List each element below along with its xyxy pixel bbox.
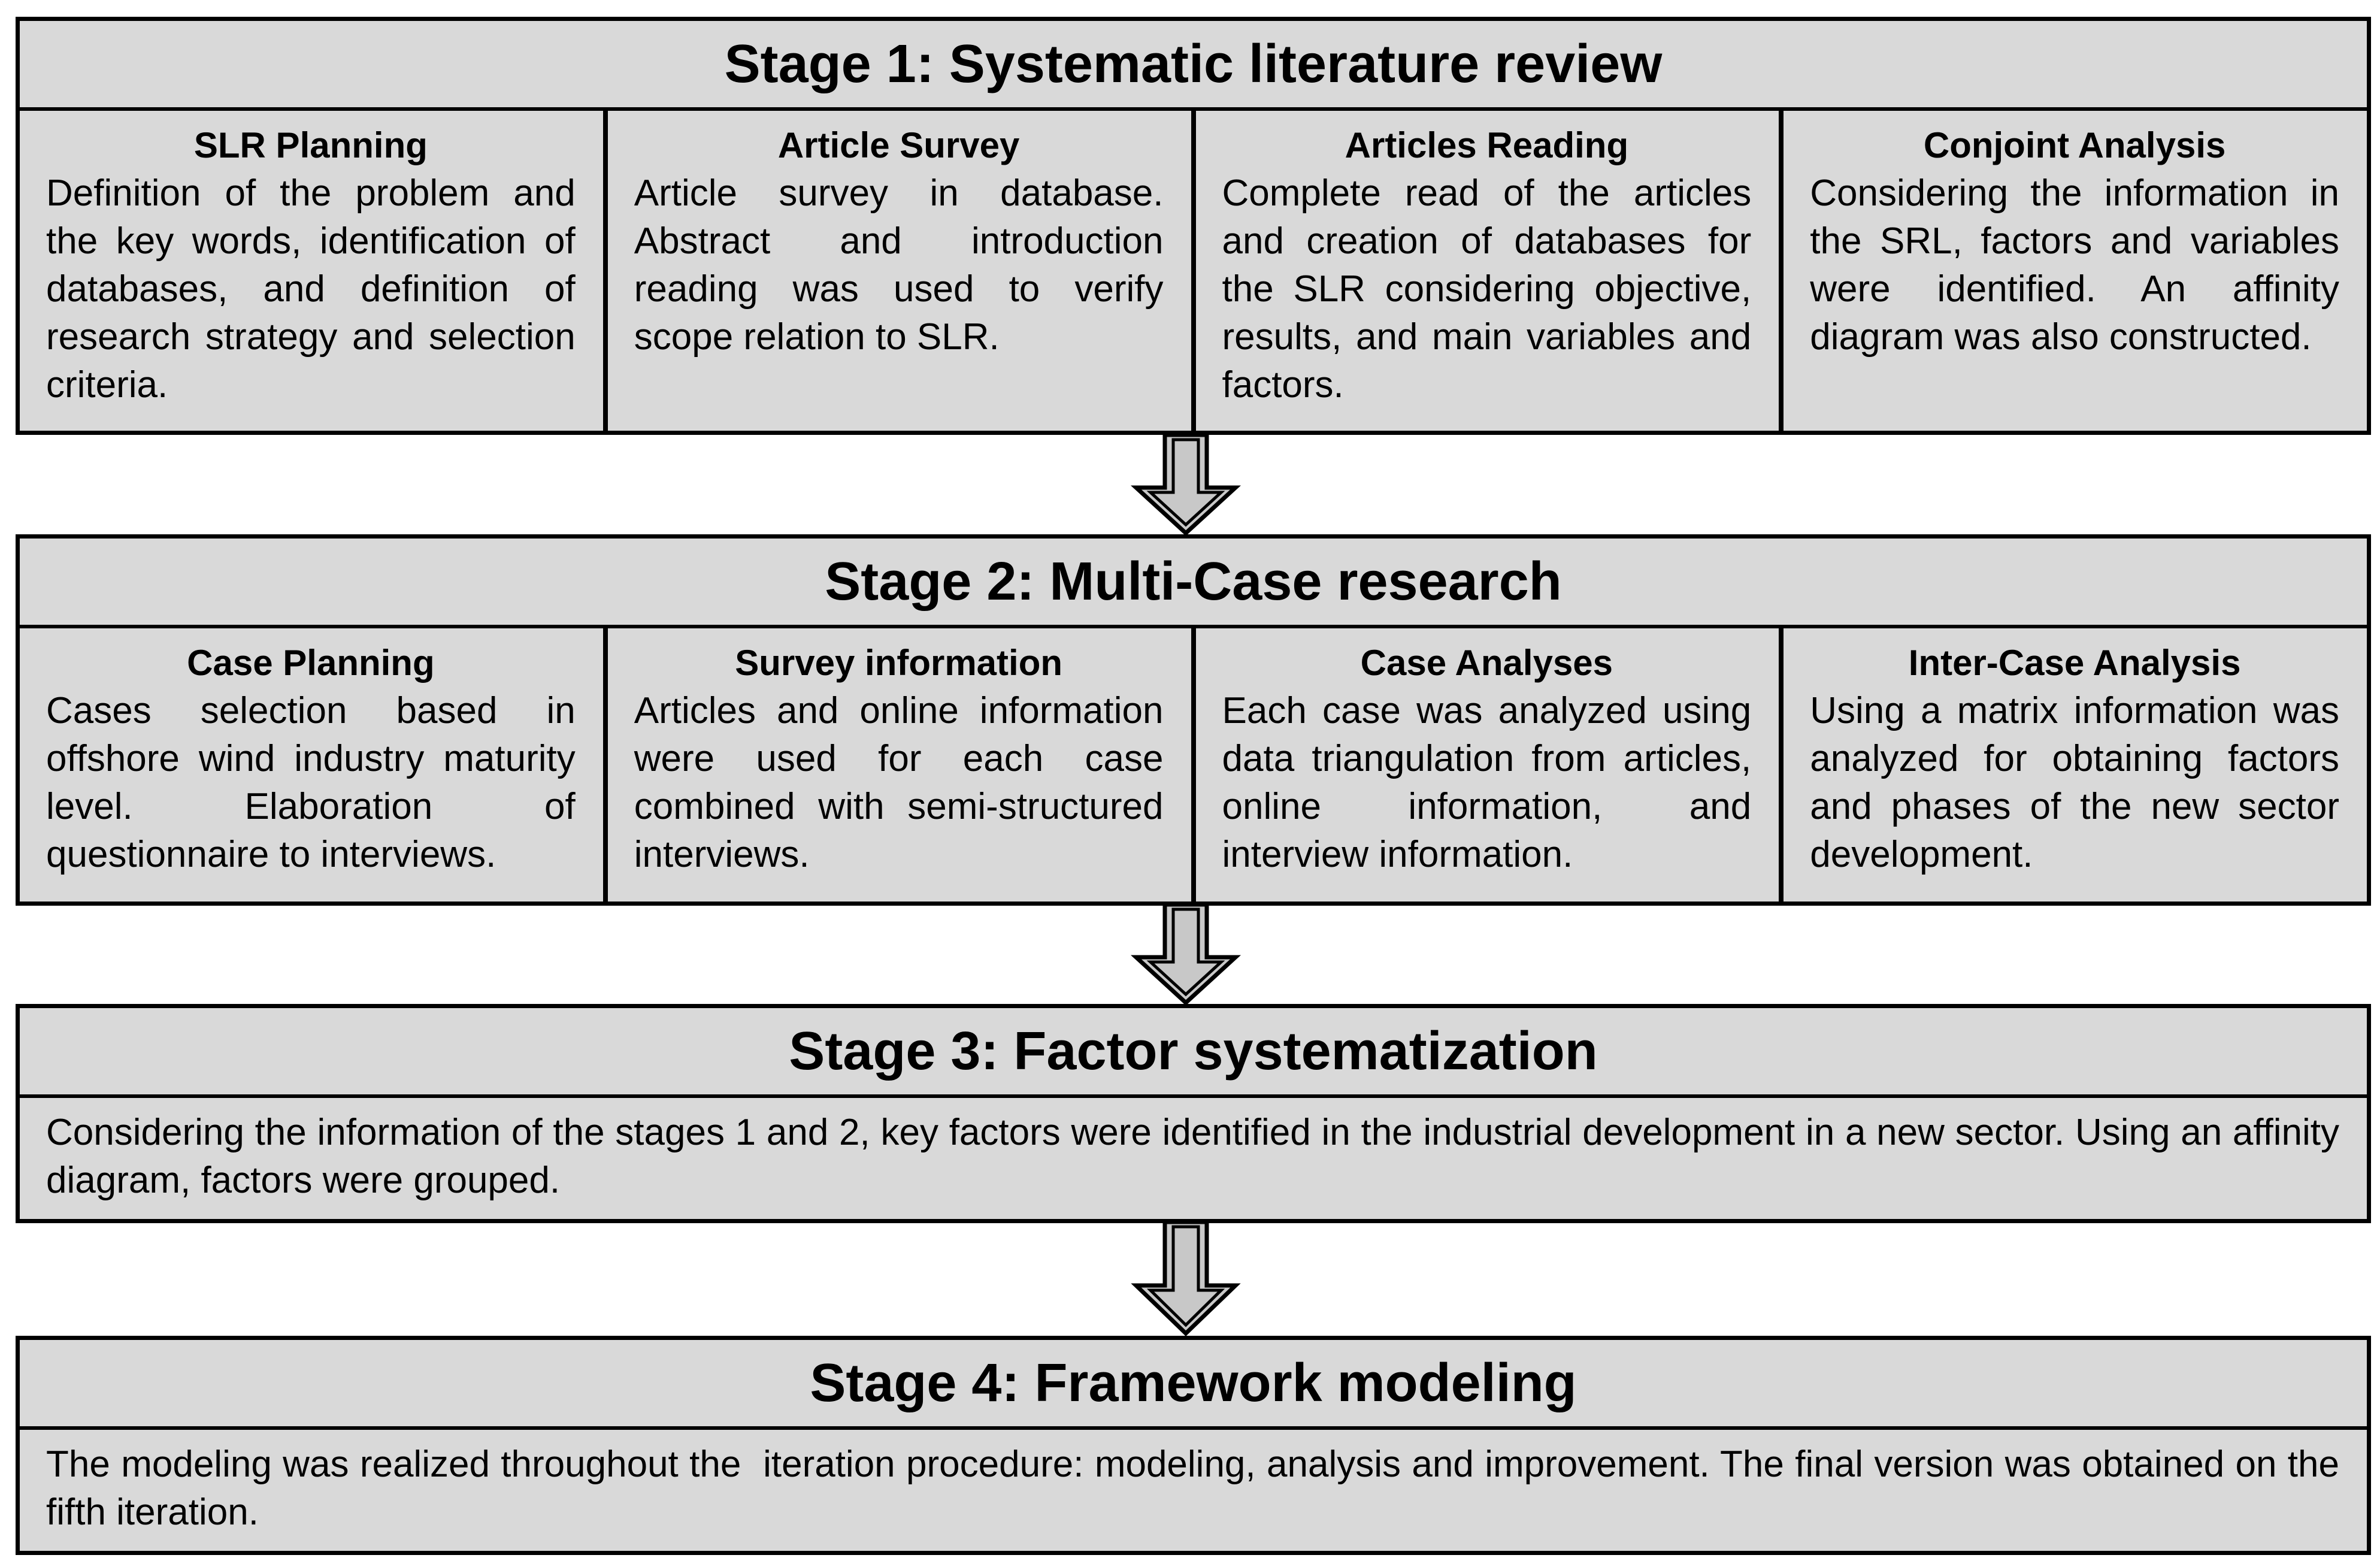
step-conjoint-analysis: Conjoint Analysis Considering the inform… — [1784, 111, 2367, 431]
step-title: Conjoint Analysis — [1923, 125, 2226, 165]
step-title: Case Analyses — [1360, 643, 1613, 683]
step-title: SLR Planning — [193, 125, 428, 165]
stage-2-title: Stage 2: Multi-Case research — [20, 539, 2367, 628]
stage-3-description: Considering the information of the stage… — [46, 1112, 2350, 1201]
stage-4-title: Stage 4: Framework modeling — [20, 1340, 2367, 1430]
down-arrow-icon — [1131, 1222, 1241, 1336]
step-inter-case-analysis: Inter-Case Analysis Using a matrix infor… — [1784, 628, 2367, 902]
step-slr-planning: SLR Planning Definition of the problem a… — [20, 111, 608, 431]
step-title: Case Planning — [187, 643, 435, 683]
step-description: Article survey in database. Abstract and… — [634, 173, 1164, 358]
step-case-analyses: Case Analyses Each case was analyzed usi… — [1196, 628, 1784, 902]
stage-2-steps: Case Planning Cases selection based in o… — [20, 628, 2367, 902]
step-articles-reading: Articles Reading Complete read of the ar… — [1196, 111, 1784, 431]
stage-4-box: Stage 4: Framework modeling The modeling… — [16, 1336, 2371, 1555]
step-title: Inter-Case Analysis — [1908, 643, 2241, 683]
step-survey-information: Survey information Articles and online i… — [608, 628, 1196, 902]
step-title: Article Survey — [777, 125, 1020, 165]
stage-1-steps: SLR Planning Definition of the problem a… — [20, 111, 2367, 431]
step-title: Articles Reading — [1345, 125, 1629, 165]
step-case-planning: Case Planning Cases selection based in o… — [20, 628, 608, 902]
step-title: Survey information — [735, 643, 1063, 683]
stage-1-box: Stage 1: Systematic literature review SL… — [16, 17, 2371, 435]
stage-3-title: Stage 3: Factor systematization — [20, 1008, 2367, 1098]
step-description: Cases selection based in offshore wind i… — [46, 690, 576, 875]
step-article-survey: Article Survey Article survey in databas… — [608, 111, 1196, 431]
down-arrow-icon — [1130, 904, 1242, 1005]
step-description: Using a matrix information was analyzed … — [1810, 690, 2339, 875]
stage-4-description: The modeling was realized throughout the… — [46, 1444, 2350, 1533]
step-description: Considering the information in the SRL, … — [1810, 173, 2339, 358]
down-arrow-icon — [1130, 435, 1242, 536]
stage-3-box: Stage 3: Factor systematization Consider… — [16, 1004, 2371, 1223]
step-description: Each case was analyzed using data triang… — [1222, 690, 1752, 875]
stage-2-box: Stage 2: Multi-Case research Case Planni… — [16, 534, 2371, 906]
step-description: Articles and online information were use… — [634, 690, 1164, 875]
step-description: Definition of the problem and the key wo… — [46, 173, 576, 406]
step-description: Complete read of the articles and creati… — [1222, 173, 1752, 406]
stage-1-title: Stage 1: Systematic literature review — [20, 21, 2367, 111]
